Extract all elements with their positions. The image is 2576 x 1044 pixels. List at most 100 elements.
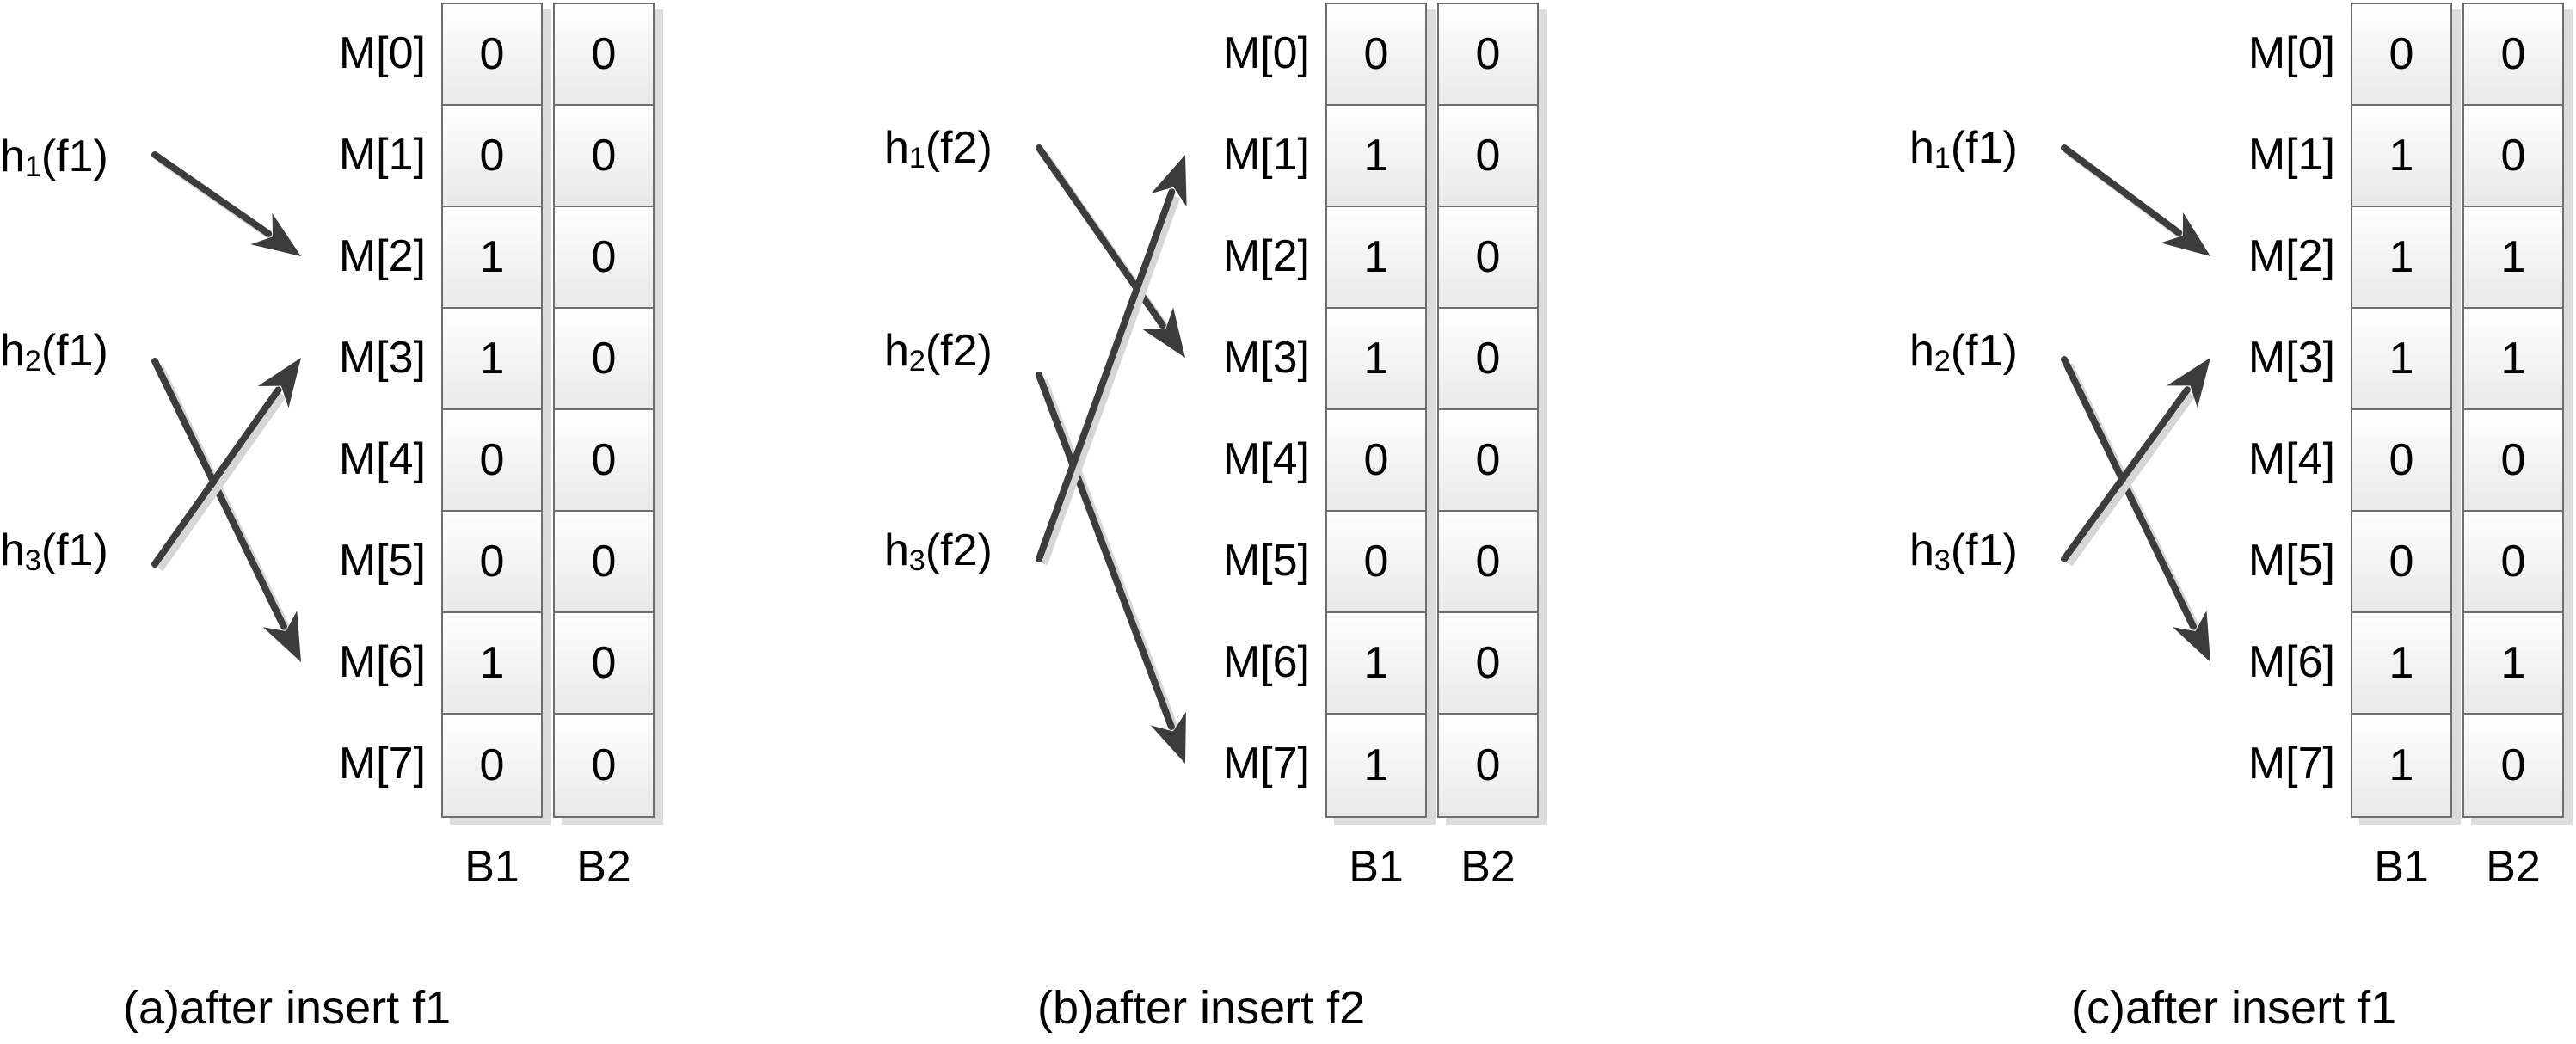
- bit-cell: 1: [443, 207, 541, 309]
- bit-cell: 0: [555, 207, 653, 309]
- row-label: M[3]: [338, 333, 426, 383]
- row-label: M[7]: [1222, 739, 1310, 789]
- bit-cell: 0: [443, 4, 541, 106]
- bit-cell: 1: [2352, 207, 2450, 309]
- arrow-head-icon: [250, 212, 301, 256]
- row-label: M[6]: [2247, 637, 2335, 687]
- bit-cell: 0: [555, 613, 653, 715]
- row-label: M[1]: [2247, 130, 2335, 180]
- bit-cell: 0: [555, 410, 653, 512]
- panel-c: h1(f1) h2(f1) h3(f1) M[0]M[1]M[2]M[3]M[4…: [1909, 0, 2576, 1044]
- hash-label-1: h1(f1): [1909, 123, 2018, 175]
- bit-cell: 1: [443, 309, 541, 410]
- row-label: M[3]: [1222, 333, 1310, 383]
- arrow-head-icon: [2172, 611, 2210, 662]
- panel-caption: (a)after insert f1: [123, 982, 452, 1034]
- row-label: M[5]: [2247, 536, 2335, 586]
- bit-cell: 1: [1327, 207, 1425, 309]
- bit-cell: 0: [1439, 4, 1537, 106]
- bit-cell: 0: [2464, 512, 2562, 613]
- hash-arrow-line: [1036, 372, 1175, 730]
- hash-label-2: h2(f1): [1909, 326, 2018, 378]
- arrow-head-icon: [2167, 358, 2210, 408]
- bit-cell: 0: [2352, 410, 2450, 512]
- panel-a: h1(f1) h2(f1) h3(f1) M[0]M[1]M[2]M[3]M[4…: [0, 0, 860, 1044]
- row-label: M[2]: [338, 231, 426, 281]
- hash-arrow-line: [151, 151, 273, 237]
- column-b2-name: B2: [2486, 842, 2541, 892]
- hash-label-2: h2(f2): [884, 326, 993, 378]
- arrow-shadow: [157, 393, 286, 572]
- bit-cell: 0: [1439, 613, 1537, 715]
- panel-b: h1(f2) h2(f2) h3(f2) M[0]M[1]M[2]M[3]M[4…: [884, 0, 1744, 1044]
- row-label: M[0]: [2247, 28, 2335, 78]
- row-label: M[0]: [338, 28, 426, 78]
- arrow-head-icon: [1141, 307, 1185, 358]
- column-b1-name: B1: [2374, 842, 2429, 892]
- column-b1-name: B1: [464, 842, 520, 892]
- bit-cell: 0: [1439, 207, 1537, 309]
- bit-cell: 1: [1327, 715, 1425, 816]
- bit-cell: 0: [443, 512, 541, 613]
- row-label: M[6]: [1222, 637, 1310, 687]
- bit-cell: 0: [1439, 512, 1537, 613]
- hash-arrow-line: [1036, 144, 1166, 329]
- arrow-layer: [2061, 144, 2210, 662]
- bit-cell: 0: [2464, 106, 2562, 207]
- bit-cell: 0: [2464, 715, 2562, 816]
- bit-cell: 0: [1327, 410, 1425, 512]
- bit-cell: 1: [2464, 207, 2562, 309]
- hash-label-1: h1(f1): [0, 132, 108, 183]
- row-label: M[4]: [1222, 434, 1310, 484]
- bit-cell: 0: [555, 309, 653, 410]
- row-label: M[2]: [2247, 231, 2335, 281]
- bit-cell: 0: [2464, 410, 2562, 512]
- bit-cell: 0: [555, 715, 653, 816]
- bit-cell: 1: [2352, 309, 2450, 410]
- row-label: M[4]: [338, 434, 426, 484]
- arrow-layer: [151, 151, 301, 662]
- bit-cell: 0: [555, 106, 653, 207]
- bit-cell: 1: [2464, 309, 2562, 410]
- column-b2-name: B2: [576, 842, 631, 892]
- bit-cell: 0: [443, 410, 541, 512]
- bit-cell: 1: [2352, 613, 2450, 715]
- bit-cell: 0: [1439, 309, 1537, 410]
- row-label: M[2]: [1222, 231, 1310, 281]
- arrow-head-icon: [1151, 155, 1187, 207]
- bit-cell: 0: [443, 106, 541, 207]
- bit-cell: 1: [2352, 106, 2450, 207]
- bit-cell: 0: [2352, 4, 2450, 106]
- arrow-head-icon: [257, 358, 301, 408]
- hash-label-3: h3(f1): [1909, 525, 2018, 577]
- column-b1-name: B1: [1349, 842, 1404, 892]
- row-label: M[1]: [1222, 130, 1310, 180]
- hash-arrow-line: [151, 358, 287, 630]
- arrow-head-icon: [1150, 711, 1186, 764]
- bit-cell: 0: [2352, 512, 2450, 613]
- row-label: M[1]: [338, 130, 426, 180]
- row-label: M[5]: [1222, 536, 1310, 586]
- bit-cell: 0: [1327, 512, 1425, 613]
- hash-label-1: h1(f2): [884, 123, 993, 175]
- arrow-shadow: [1041, 195, 1181, 566]
- bit-cell: 1: [1327, 309, 1425, 410]
- bit-cell: 0: [443, 715, 541, 816]
- bit-cell: 1: [1327, 613, 1425, 715]
- hash-arrow-line: [2061, 144, 2183, 236]
- panel-caption: (b)after insert f2: [1037, 982, 1366, 1034]
- row-label: M[7]: [2247, 739, 2335, 789]
- hash-label-3: h3(f1): [0, 525, 108, 577]
- row-label: M[0]: [1222, 28, 1310, 78]
- bit-cell: 0: [1439, 106, 1537, 207]
- hash-arrow-line: [2061, 356, 2197, 630]
- bit-cell: 1: [2352, 715, 2450, 816]
- row-label: M[3]: [2247, 333, 2335, 383]
- arrow-shadow: [2066, 392, 2196, 567]
- arrow-head-icon: [2160, 212, 2210, 256]
